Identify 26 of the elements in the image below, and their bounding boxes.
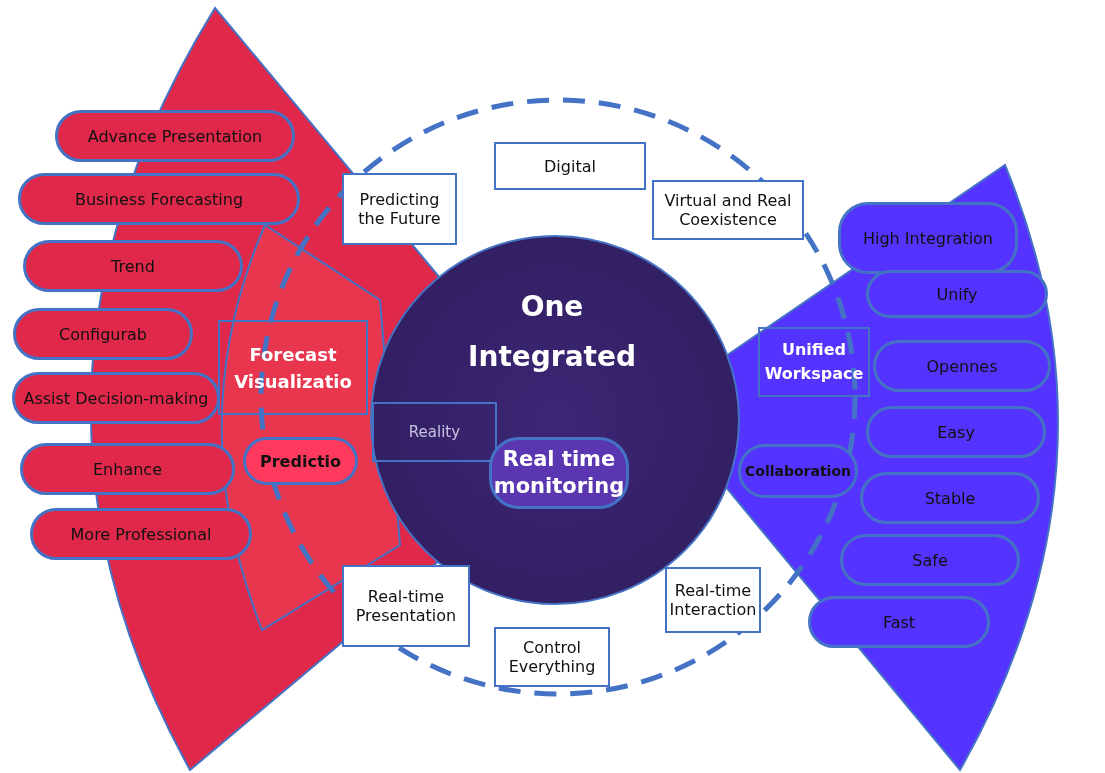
text-box: Virtual and Real Coexistence xyxy=(652,180,804,240)
keyword-pill: Configurab xyxy=(13,308,193,360)
keyword-pill: Real time monitoring xyxy=(489,437,629,509)
text-box: Real-time Presentation xyxy=(342,565,470,647)
keyword-pill: More Professional xyxy=(30,508,252,560)
text-box: Real-time Interaction xyxy=(665,567,761,633)
keyword-pill: Easy xyxy=(866,406,1046,458)
keyword-pill: High Integration xyxy=(838,202,1018,274)
heading-box: Unified Workspace xyxy=(758,327,870,397)
keyword-pill: Trend xyxy=(23,240,243,292)
title-text: One Integrated xyxy=(467,289,637,376)
keyword-pill: Assist Decision-making xyxy=(12,372,220,424)
keyword-pill: Opennes xyxy=(873,340,1051,392)
text-box: Control Everything xyxy=(494,627,610,687)
text-box: Digital xyxy=(494,142,646,190)
keyword-pill: Advance Presentation xyxy=(55,110,295,162)
keyword-pill: Fast xyxy=(808,596,990,648)
keyword-pill: Predictio xyxy=(243,437,358,485)
keyword-pill: Enhance xyxy=(20,443,235,495)
keyword-pill: Unify xyxy=(866,270,1048,318)
keyword-pill: Stable xyxy=(860,472,1040,524)
keyword-pill: Safe xyxy=(840,534,1020,586)
keyword-pill: Collaboration xyxy=(738,444,858,498)
keyword-pill: Business Forecasting xyxy=(18,173,300,225)
text-box: Predicting the Future xyxy=(342,173,457,245)
text-box: Reality xyxy=(372,402,497,462)
